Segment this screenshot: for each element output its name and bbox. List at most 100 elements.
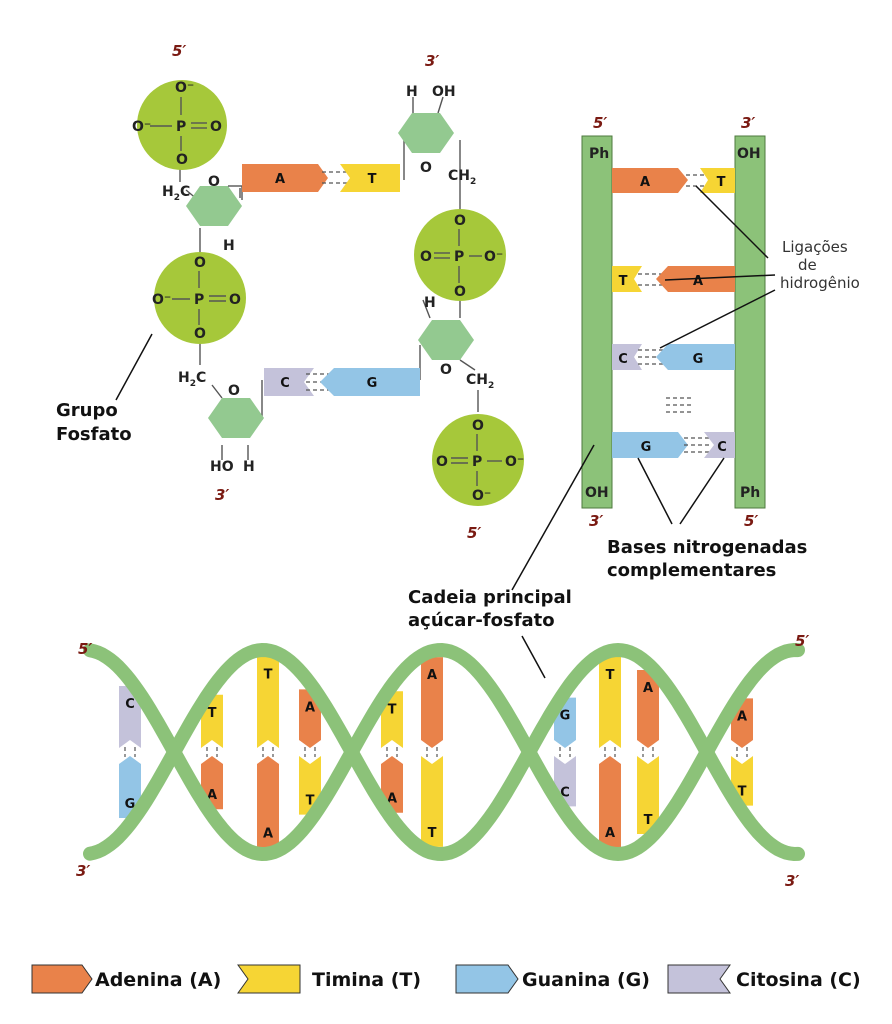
thymine-base bbox=[612, 266, 642, 292]
h2c-group-label: H2C bbox=[162, 184, 190, 203]
base-letter: T bbox=[388, 702, 397, 717]
phosphate-end-label: Ph bbox=[589, 146, 609, 162]
atom-o: O bbox=[208, 174, 220, 190]
guanine-legend-swatch bbox=[455, 964, 519, 994]
base-letter: C bbox=[280, 376, 290, 391]
deoxyribose-sugar bbox=[418, 320, 474, 360]
atom-o: O bbox=[229, 292, 241, 308]
bond bbox=[211, 384, 223, 399]
cytosine-base bbox=[612, 344, 642, 370]
deoxyribose-sugar bbox=[398, 113, 454, 153]
adenine-base bbox=[242, 164, 328, 192]
end-label-3prime: 3′ bbox=[425, 52, 439, 70]
hydroxyl-end-label: OH bbox=[585, 485, 609, 501]
atom-o-minus: O⁻ bbox=[152, 292, 171, 308]
legend-label-guanine: Guanina (G) bbox=[522, 969, 650, 991]
end-label-5prime: 5′ bbox=[744, 512, 758, 530]
base-letter: C bbox=[717, 440, 727, 455]
atom-p: P bbox=[194, 292, 204, 308]
base-letter: A bbox=[737, 709, 747, 724]
base-letter: T bbox=[717, 175, 726, 190]
end-label-5prime: 5′ bbox=[172, 42, 186, 60]
adenine-legend-swatch bbox=[31, 964, 93, 994]
nitrogenous-bases-label-line2: complementares bbox=[607, 560, 776, 581]
atom-o-minus: O⁻ bbox=[472, 488, 491, 504]
adenine-base bbox=[257, 756, 279, 848]
ladder-model: Ph OH OH Ph A T T A C G G bbox=[408, 114, 860, 679]
adenine-base bbox=[299, 689, 321, 748]
right-backbone bbox=[734, 135, 766, 509]
guanine-base bbox=[656, 344, 735, 370]
cytosine-base bbox=[704, 432, 735, 458]
end-label-3prime: 3′ bbox=[589, 512, 603, 530]
phosphate-group-label-line2: Fosfato bbox=[56, 424, 132, 445]
end-label-3prime: 3′ bbox=[76, 862, 90, 880]
base-letter: T bbox=[619, 274, 628, 289]
thymine-base bbox=[700, 168, 735, 193]
adenine-base bbox=[612, 168, 688, 193]
thymine-base bbox=[637, 756, 659, 834]
hydrogen-bonds-label-line3: hidrogênio bbox=[780, 274, 860, 292]
pointer-line bbox=[695, 185, 769, 259]
end-label-3prime: 3′ bbox=[785, 872, 799, 890]
base-letter: C bbox=[618, 352, 628, 367]
bond bbox=[437, 96, 444, 114]
phosphate-end-label: Ph bbox=[740, 485, 760, 501]
atom-p: P bbox=[472, 454, 482, 470]
adenine-base bbox=[599, 756, 621, 847]
atom-o-minus: O⁻ bbox=[505, 454, 524, 470]
base-letter: T bbox=[738, 785, 747, 800]
adenine-base bbox=[421, 657, 443, 748]
chemical-structure: O⁻ O⁻ P O O O O⁻ P O O O O P O⁻ O O O P bbox=[56, 42, 524, 542]
base-letter: A bbox=[387, 792, 397, 807]
base-letter: A bbox=[275, 172, 285, 187]
pointer-line bbox=[115, 333, 153, 401]
thymine-base bbox=[257, 656, 279, 748]
thymine-base bbox=[340, 164, 400, 192]
atom-o: O bbox=[454, 284, 466, 300]
atom-o: O bbox=[228, 383, 240, 399]
cytosine-base bbox=[264, 368, 314, 396]
base-letter: T bbox=[264, 667, 273, 682]
pointer-line bbox=[679, 457, 725, 525]
atom-o: O bbox=[176, 152, 188, 168]
atom-o: O bbox=[454, 213, 466, 229]
legend-label-adenine: Adenina (A) bbox=[95, 969, 221, 991]
sugar-phosphate-strand bbox=[83, 642, 805, 862]
base-letter: A bbox=[640, 175, 650, 190]
sugar-phosphate-strand bbox=[83, 642, 805, 862]
thymine-base bbox=[599, 657, 621, 748]
base-letter: G bbox=[641, 440, 652, 455]
bond bbox=[459, 359, 476, 371]
base-letter: A bbox=[643, 681, 653, 696]
base-letter: A bbox=[263, 827, 273, 842]
ch2-group-label: CH2 bbox=[448, 168, 476, 187]
atom-p: P bbox=[454, 249, 464, 265]
atom-o: O bbox=[420, 249, 432, 265]
atom-o: O bbox=[420, 160, 432, 176]
legend-label-thymine: Timina (T) bbox=[312, 969, 421, 991]
atom-h: H bbox=[406, 84, 418, 100]
deoxyribose-sugar bbox=[186, 186, 242, 226]
base-letter: T bbox=[208, 706, 217, 721]
atom-o: O bbox=[436, 454, 448, 470]
phosphate-group bbox=[137, 80, 227, 170]
atom-h: H bbox=[223, 238, 235, 254]
hydrogen-bonds-label-line2: de bbox=[798, 256, 817, 274]
atom-o: O bbox=[472, 418, 484, 434]
pointer-line bbox=[511, 444, 595, 591]
base-letter: A bbox=[427, 668, 437, 683]
atom-o: O bbox=[440, 362, 452, 378]
base-letter: G bbox=[560, 709, 571, 724]
phosphate-group bbox=[414, 209, 506, 301]
end-label-3prime: 3′ bbox=[215, 486, 229, 504]
thymine-base bbox=[299, 756, 321, 815]
bond bbox=[422, 299, 431, 319]
thymine-base bbox=[421, 756, 443, 847]
ho-group-label: HO bbox=[210, 459, 234, 475]
phosphate-group bbox=[154, 252, 246, 344]
base-letter: A bbox=[207, 788, 217, 803]
cytosine-legend-swatch bbox=[667, 964, 731, 994]
